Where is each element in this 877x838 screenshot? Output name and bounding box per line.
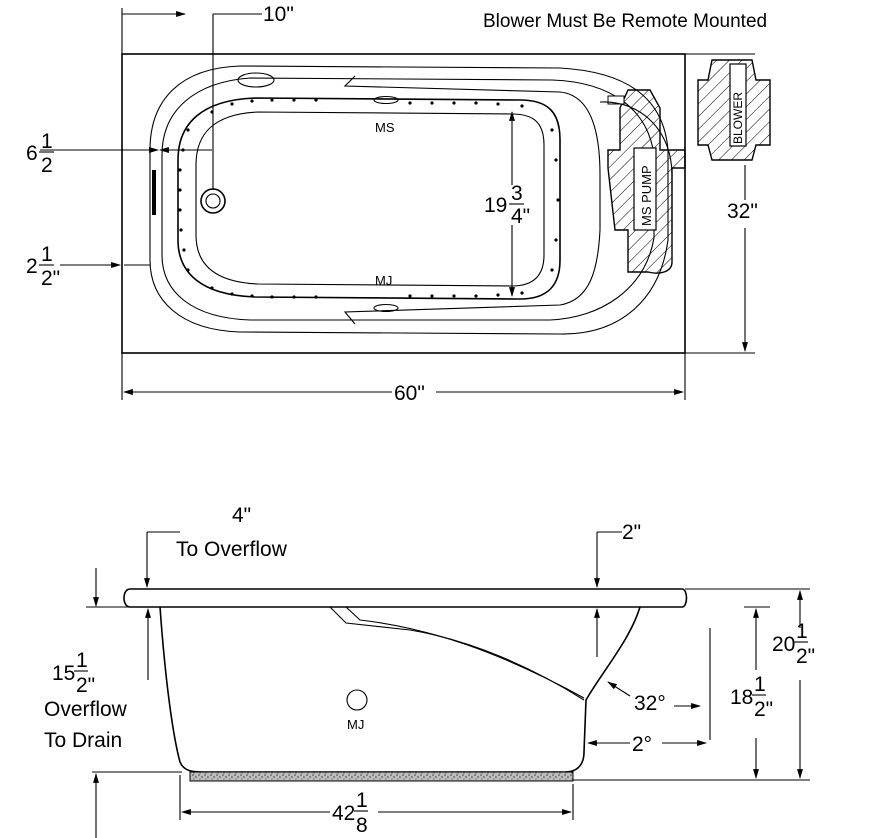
dim-bottom-den: 8 [356, 814, 368, 837]
dim-overflow-offset: 4" [232, 504, 251, 527]
dim-taper: 2° [632, 733, 652, 756]
elev-base-pad [189, 771, 574, 782]
plan-deck-outline [121, 53, 686, 354]
dim-inner-height-num: 1 [754, 673, 766, 696]
dim-width: 32" [727, 200, 758, 223]
dim-drain-offset: 10" [263, 3, 294, 26]
ms-fitting [373, 95, 399, 105]
elev-mj-fitting [346, 689, 368, 711]
pillow [237, 72, 275, 88]
dim-length: 60" [394, 382, 425, 405]
dim-overflow-drain-label-2: To Drain [44, 729, 122, 752]
dim-inner-den: 4" [511, 205, 530, 228]
elev-deck [123, 588, 688, 608]
ms-label: MS [375, 120, 395, 135]
dim-total-height-num: 1 [796, 620, 808, 643]
dim-bottom-whole: 42 [332, 802, 355, 825]
dim-overflow-label: To Overflow [176, 538, 288, 561]
dim-side-b-whole: 2 [26, 255, 38, 278]
plan-ledge [343, 75, 601, 325]
dim-side-a-den: 2 [41, 154, 53, 177]
plan-basin [195, 111, 545, 287]
dim-inner-height-den: 2" [754, 698, 773, 721]
elev-mj-label: MJ [347, 717, 364, 732]
dim-overflow-drain-den: 2" [76, 674, 95, 697]
dim-overflow-drain-label-1: Overflow [44, 698, 128, 721]
dim-inner-num: 3 [511, 182, 523, 205]
side-jet-slot [152, 170, 156, 215]
dim-side-a-whole: 6 [26, 142, 38, 165]
blower-note: Blower Must Be Remote Mounted [483, 11, 767, 32]
dim-side-b-num: 1 [41, 243, 53, 266]
dim-overflow-drain-whole: 15 [52, 662, 75, 685]
plan-bowl [177, 97, 561, 300]
mj-fitting [373, 303, 399, 313]
elev-slope-inner [345, 606, 585, 699]
dim-inner-whole: 19 [484, 194, 507, 217]
dim-bottom-num: 1 [356, 789, 368, 812]
air-jets [178, 98, 560, 299]
dim-angle: 32° [634, 692, 666, 715]
dim-inner-height-whole: 18 [730, 686, 753, 709]
dim-total-height-whole: 20 [772, 633, 795, 656]
dim-total-height-den: 2" [796, 645, 815, 668]
dim-overflow-drain-num: 1 [76, 649, 88, 672]
plan-inner-rim [161, 77, 655, 321]
dim-side-b-den: 2" [41, 267, 60, 290]
dim-right-offset: 2" [622, 521, 641, 544]
mj-label: MJ [375, 273, 392, 288]
pump-loop [599, 101, 673, 230]
blower-label: BLOWER [731, 92, 745, 144]
elevation-view: MJ 4" To Overflow 2" 15 1 2" Overflow To… [44, 504, 815, 838]
dim-side-a-num: 1 [41, 130, 53, 153]
drain-inner [205, 193, 221, 209]
drain-outer [200, 188, 226, 214]
ms-pump: MS PUMP [607, 89, 686, 274]
ms-pump-label: MS PUMP [639, 165, 654, 226]
blower: BLOWER [697, 59, 771, 161]
plan-view: MS MJ MS PUMP BLOWER 10" [26, 3, 771, 405]
